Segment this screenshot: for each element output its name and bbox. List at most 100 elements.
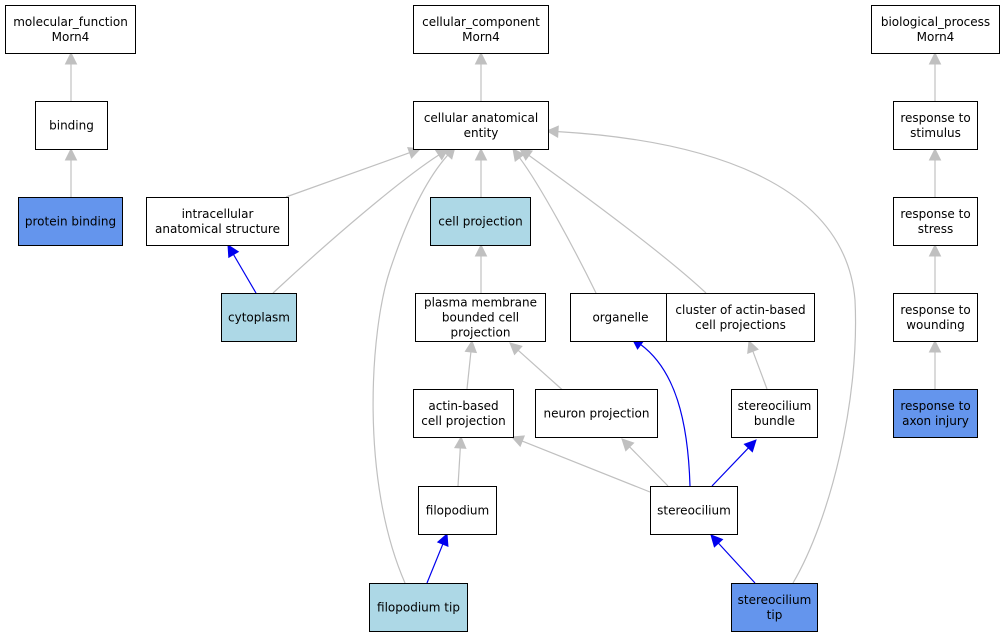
term-node-cell-projection[interactable]: cell projection bbox=[430, 197, 531, 246]
term-label-line: wounding bbox=[906, 318, 965, 332]
term-box bbox=[430, 197, 531, 246]
term-node-protein-binding[interactable]: protein binding bbox=[18, 197, 123, 246]
term-label-line: stress bbox=[918, 222, 954, 236]
edge-stereocilium-to-sbundle bbox=[711, 439, 757, 487]
arrowhead bbox=[710, 534, 724, 548]
term-box bbox=[666, 293, 815, 342]
edge-neuron_projection-to-pmbcp bbox=[509, 342, 568, 395]
term-box bbox=[5, 5, 136, 54]
term-label-line: axon injury bbox=[902, 414, 969, 428]
term-node-stereocilium[interactable]: stereocilium bbox=[650, 486, 738, 535]
term-box bbox=[18, 197, 123, 246]
edge-line bbox=[717, 542, 756, 584]
edge-sbundle-to-cabcp bbox=[747, 339, 768, 390]
arrowhead bbox=[436, 532, 449, 548]
arrowhead bbox=[227, 244, 240, 259]
edge-line bbox=[557, 131, 857, 584]
term-label-line: filopodium bbox=[426, 504, 489, 518]
term-node-organelle[interactable]: organelle bbox=[570, 293, 671, 342]
term-box bbox=[731, 389, 818, 438]
term-box bbox=[893, 293, 978, 342]
term-label-line: binding bbox=[49, 119, 94, 133]
term-label-line: Morn4 bbox=[917, 30, 955, 44]
edge-cae-to-cc bbox=[474, 51, 488, 101]
term-box bbox=[415, 293, 546, 342]
term-node-neuron-projection[interactable]: neuron projection bbox=[535, 389, 658, 438]
arrowhead bbox=[747, 339, 759, 354]
edge-line bbox=[372, 154, 449, 584]
edge-stereocilium-to-neuron_projection bbox=[621, 438, 669, 487]
arrowhead bbox=[621, 438, 635, 452]
term-label-line: Morn4 bbox=[462, 30, 500, 44]
term-label-line: Morn4 bbox=[52, 30, 90, 44]
arrowhead bbox=[454, 435, 467, 449]
edge-line bbox=[285, 152, 410, 198]
edge-rtw-to-rtst bbox=[928, 243, 942, 293]
arrowhead bbox=[474, 147, 488, 161]
edge-organelle-to-cae bbox=[512, 148, 597, 294]
term-label-line: cell projection bbox=[421, 414, 505, 428]
arrowhead bbox=[743, 439, 757, 453]
arrowhead bbox=[64, 147, 78, 161]
term-label-line: cellular anatomical bbox=[424, 111, 538, 125]
term-label-line: stimulus bbox=[910, 126, 961, 140]
term-label-line: plasma membrane bbox=[424, 296, 537, 310]
term-label-line: anatomical structure bbox=[155, 222, 280, 236]
arrowhead bbox=[464, 339, 478, 354]
term-box bbox=[731, 583, 818, 632]
edge-line bbox=[711, 447, 749, 487]
term-label-line: cell projection bbox=[438, 215, 522, 229]
term-label-line: tip bbox=[767, 608, 783, 622]
edge-line bbox=[640, 344, 691, 487]
term-box bbox=[418, 486, 497, 535]
term-box bbox=[35, 101, 108, 150]
edge-binding-to-mf bbox=[64, 51, 78, 101]
term-label-line: filopodium tip bbox=[377, 601, 460, 615]
edge-ias-to-cae bbox=[285, 146, 422, 198]
edge-rtai-to-rtw bbox=[928, 339, 942, 389]
term-box bbox=[893, 101, 978, 150]
term-label-line: stereocilium bbox=[738, 593, 812, 607]
arrowhead bbox=[509, 342, 523, 356]
arrowhead bbox=[474, 243, 488, 257]
edge-line bbox=[521, 440, 651, 493]
arrowhead bbox=[545, 125, 559, 138]
term-label-line: response to bbox=[900, 207, 970, 221]
edge-pmbcp-to-cell_projection bbox=[474, 243, 488, 293]
term-box bbox=[146, 197, 289, 246]
term-box bbox=[535, 389, 658, 438]
term-box bbox=[413, 101, 549, 150]
edge-line bbox=[426, 543, 444, 584]
term-node-filopodium[interactable]: filopodium bbox=[418, 486, 497, 535]
edge-rts-to-bp bbox=[928, 51, 942, 101]
term-node-binding[interactable]: binding bbox=[35, 101, 108, 150]
term-label-line: molecular_function bbox=[13, 15, 128, 29]
term-box bbox=[221, 293, 297, 342]
arrowhead bbox=[928, 243, 942, 257]
edge-cabcp-to-cae bbox=[519, 148, 707, 294]
edge-layer bbox=[64, 51, 942, 584]
term-label-line: response to bbox=[900, 303, 970, 317]
edge-filopodium-to-acp bbox=[454, 435, 467, 487]
term-node-filopodium-tip[interactable]: filopodium tip bbox=[369, 583, 468, 632]
edge-cell_projection-to-cae bbox=[474, 147, 488, 197]
edge-line bbox=[272, 154, 440, 294]
term-label-line: neuron projection bbox=[544, 407, 650, 421]
term-node-cytoplasm[interactable]: cytoplasm bbox=[221, 293, 297, 342]
edge-stereocilium_tip-to-cae bbox=[545, 125, 857, 584]
term-label-line: cell projections bbox=[695, 318, 786, 332]
